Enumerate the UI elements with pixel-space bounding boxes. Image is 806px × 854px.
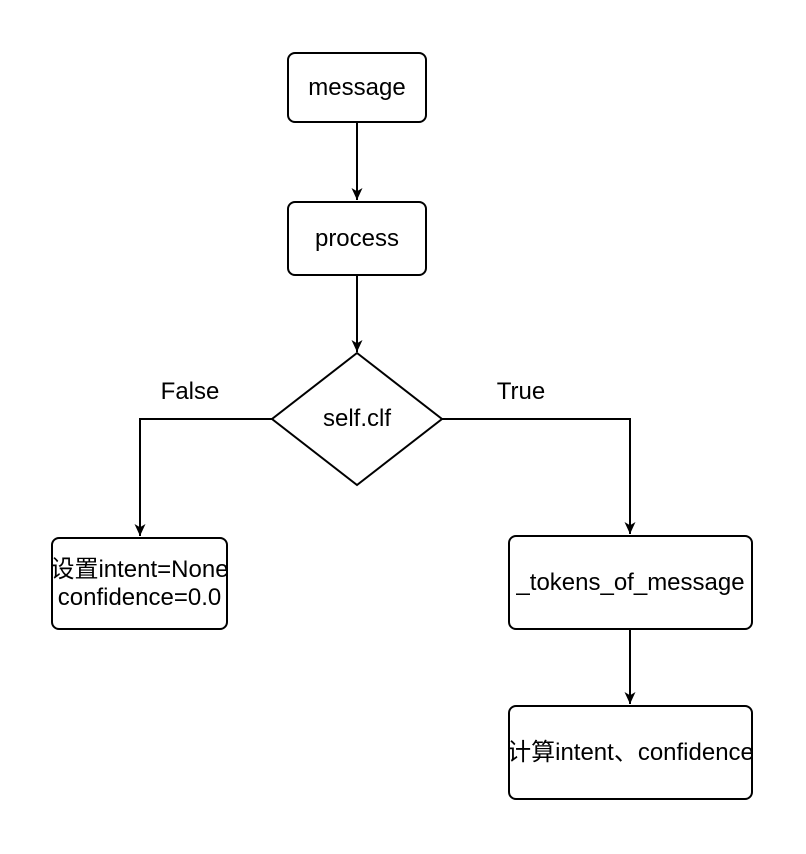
node-process: process	[287, 201, 427, 276]
node-tokens-of-message-label: _tokens_of_message	[516, 568, 745, 596]
node-process-label: process	[314, 224, 400, 252]
node-set-defaults-line2: confidence=0.0	[57, 583, 222, 611]
node-set-defaults: 设置intent=None confidence=0.0	[50, 537, 229, 630]
node-message-label: message	[308, 73, 406, 101]
node-set-defaults-line1: 设置intent=None	[50, 555, 229, 583]
node-decision-label: self.clf	[322, 405, 392, 432]
decision-diamond-shape	[270, 351, 444, 487]
node-tokens-of-message: _tokens_of_message	[508, 535, 753, 630]
edge-false-branch	[134, 418, 272, 536]
edge-true-branch	[442, 418, 636, 534]
node-message: message	[287, 52, 427, 123]
node-compute-intent-confidence-label: 计算intent、confidence	[507, 738, 754, 766]
node-compute-intent-confidence: 计算intent、confidence	[507, 705, 754, 800]
edge-label-false: False	[158, 378, 222, 406]
edge-label-true: True	[494, 378, 548, 406]
